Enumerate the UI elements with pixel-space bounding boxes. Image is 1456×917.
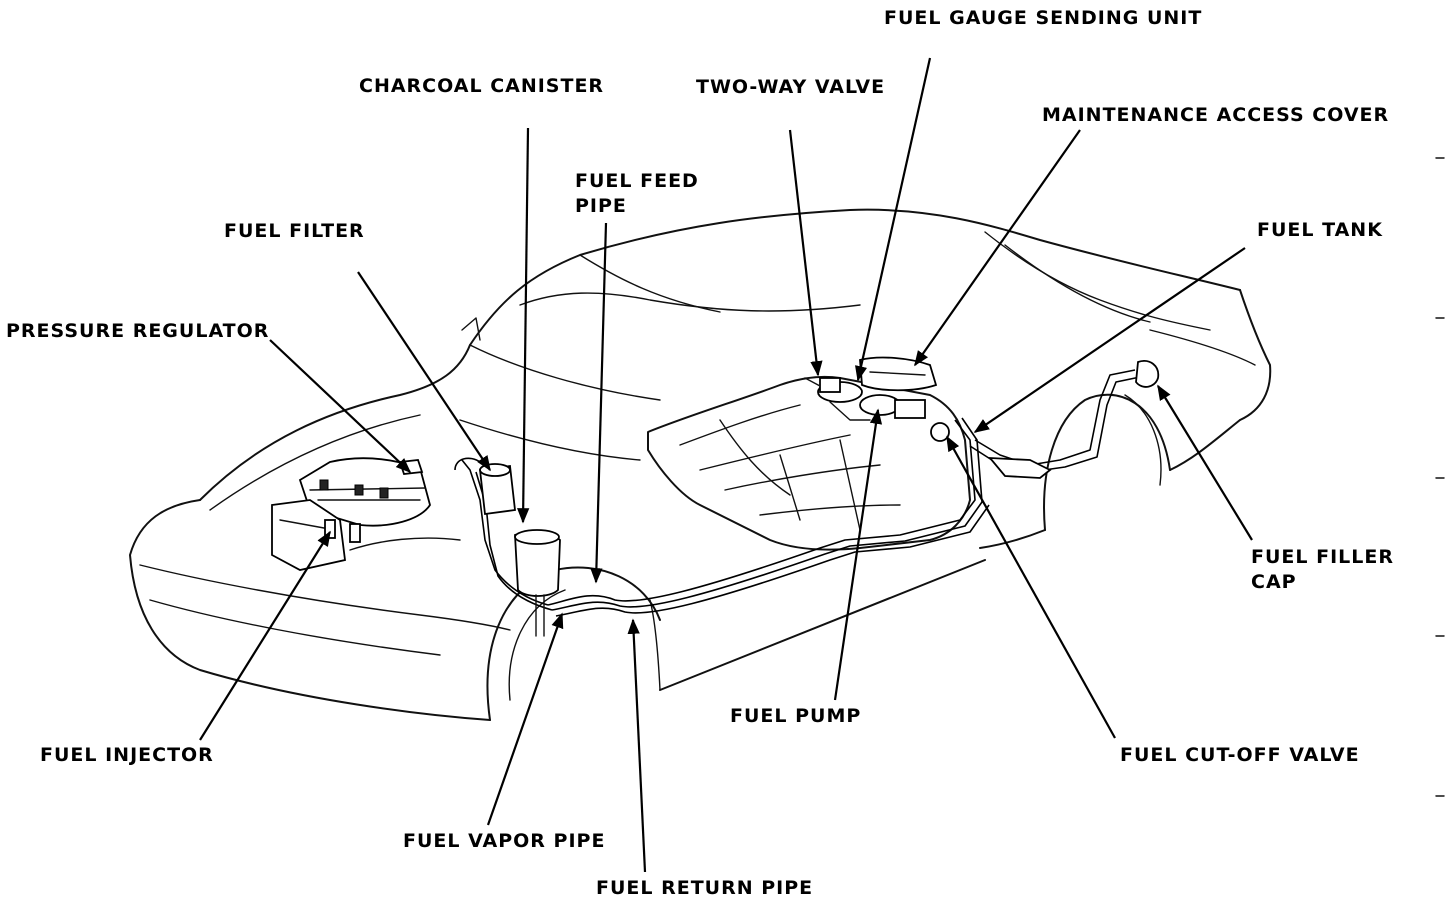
label-maintenance-access-cover: MAINTENANCE ACCESS COVER xyxy=(1042,104,1390,126)
leader-fuel-feed-pipe xyxy=(590,222,608,584)
leader-fuel-filter xyxy=(357,271,491,472)
label-fuel-feed-pipe-line-2: PIPE xyxy=(575,195,627,217)
leader-lines xyxy=(199,57,1253,873)
leader-fuel-gauge-sending-unit xyxy=(855,57,932,382)
leader-fuel-tank xyxy=(973,247,1246,433)
label-fuel-gauge-sending-unit: FUEL GAUGE SENDING UNIT xyxy=(884,7,1203,29)
label-fuel-cut-off-valve: FUEL CUT-OFF VALVE xyxy=(1120,744,1360,766)
fuel-lines xyxy=(454,360,1160,617)
label-fuel-filler-cap: FUEL FILLER CAP xyxy=(1251,545,1394,595)
engine-assembly xyxy=(271,457,561,637)
label-fuel-feed-pipe-line-1: FUEL FEED xyxy=(575,170,699,192)
fuel-tank-shape xyxy=(647,375,971,551)
leader-charcoal-canister xyxy=(517,127,530,524)
label-fuel-vapor-pipe: FUEL VAPOR PIPE xyxy=(403,830,606,852)
car-body-outline xyxy=(129,208,1272,721)
label-two-way-valve: TWO-WAY VALVE xyxy=(696,76,886,98)
label-pressure-regulator: PRESSURE REGULATOR xyxy=(6,320,270,342)
leader-fuel-return-pipe xyxy=(627,618,647,873)
leader-pressure-regulator xyxy=(269,339,412,474)
label-fuel-return-pipe: FUEL RETURN PIPE xyxy=(596,877,814,899)
scan-edge-marks xyxy=(1435,157,1445,797)
label-fuel-feed-pipe: FUEL FEED PIPE xyxy=(575,169,699,219)
leader-two-way-valve xyxy=(788,129,823,377)
leader-fuel-filler-cap xyxy=(1157,384,1253,541)
leader-fuel-pump xyxy=(833,408,883,701)
label-fuel-pump: FUEL PUMP xyxy=(730,705,862,727)
label-fuel-filler-cap-line-1: FUEL FILLER xyxy=(1251,546,1394,568)
leader-fuel-cut-off-valve xyxy=(946,435,1116,739)
tank-top-components xyxy=(804,356,950,442)
leader-fuel-vapor-pipe xyxy=(486,612,564,826)
leader-maintenance-access-cover xyxy=(914,129,1081,367)
label-fuel-filler-cap-line-2: CAP xyxy=(1251,571,1297,593)
label-fuel-tank: FUEL TANK xyxy=(1257,219,1383,241)
label-fuel-filter: FUEL FILTER xyxy=(224,220,365,242)
label-fuel-injector: FUEL INJECTOR xyxy=(40,744,214,766)
label-charcoal-canister: CHARCOAL CANISTER xyxy=(359,75,605,97)
leader-fuel-injector xyxy=(199,530,331,741)
